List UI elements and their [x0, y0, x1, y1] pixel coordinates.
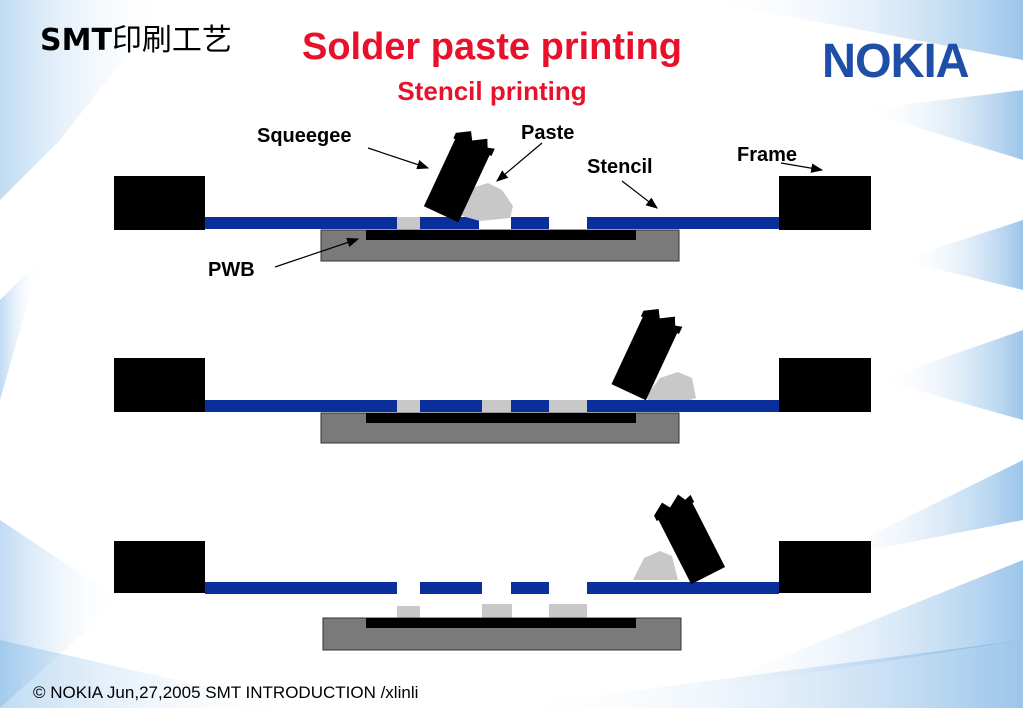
corner-title-latin: SMT	[40, 23, 112, 58]
footer-copyright: © NOKIA Jun,27,2005 SMT INTRODUCTION /xl…	[33, 683, 419, 702]
paste-in-apertures	[397, 400, 587, 412]
frame-right	[779, 541, 871, 593]
stage-2	[114, 309, 871, 444]
nokia-logo: NOKIA	[822, 35, 970, 88]
pwb-arrow	[274, 237, 360, 268]
label-frame: Frame	[737, 144, 798, 166]
corner-title: SMT印刷工艺	[40, 22, 240, 60]
paste-bead	[633, 551, 678, 580]
left-streaks	[0, 0, 300, 708]
pwb-pad-layer	[366, 413, 636, 423]
stencil	[205, 582, 779, 594]
right-streaks	[500, 0, 1023, 708]
stencil	[205, 400, 779, 412]
squeegee	[654, 494, 726, 585]
squeegee	[423, 131, 495, 223]
squeegee-arrow	[367, 147, 430, 170]
slide-title: Solder paste printing	[301, 26, 683, 68]
pwb-pad-layer	[366, 618, 636, 628]
frame-left	[114, 358, 205, 412]
corner-title-cjk: 印刷工艺	[111, 23, 232, 58]
paste-bead	[646, 372, 696, 400]
frame-right	[779, 358, 871, 412]
label-squeegee: Squeegee	[257, 125, 352, 147]
label-paste: Paste	[521, 122, 575, 144]
frame-left	[114, 176, 205, 230]
deposited-paste	[397, 604, 587, 618]
stage-3	[114, 494, 871, 651]
label-stencil: Stencil	[587, 156, 653, 178]
stencil	[205, 217, 779, 229]
paste-arrow	[496, 142, 543, 182]
frame-left	[114, 541, 205, 593]
stencil-arrow	[621, 180, 658, 209]
paste-in-aperture	[397, 217, 420, 229]
pwb-pad-layer	[366, 230, 636, 240]
slide-subtitle: Stencil printing	[397, 76, 587, 106]
frame-right	[779, 176, 871, 230]
frame-arrow	[780, 162, 824, 173]
stage-1	[114, 131, 871, 262]
squeegee	[611, 309, 683, 401]
label-pwb: PWB	[208, 259, 255, 281]
paste-bead	[460, 183, 513, 221]
